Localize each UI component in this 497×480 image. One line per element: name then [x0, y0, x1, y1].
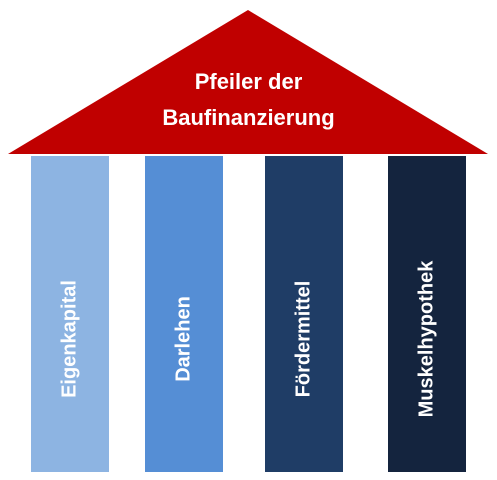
roof-triangle — [8, 10, 488, 154]
pillar-darlehen: Darlehen — [145, 156, 223, 472]
pillar-label-foerdermittel: Fördermittel — [292, 280, 315, 398]
pillar-label-darlehen: Darlehen — [172, 296, 195, 383]
roof-title: Pfeiler der Baufinanzierung — [80, 64, 417, 136]
pillar-label-eigenkapital: Eigenkapital — [58, 280, 81, 399]
roof-title-line-1: Pfeiler der — [194, 69, 303, 94]
pillar-label-muskelhypothek: Muskelhypothek — [415, 260, 438, 418]
pillar-muskelhypothek: Muskelhypothek — [388, 156, 466, 472]
roof-title-line-2: Baufinanzierung — [162, 105, 335, 130]
roof-shape — [8, 10, 488, 154]
pillar-eigenkapital: Eigenkapital — [31, 156, 109, 472]
pillar-foerdermittel: Fördermittel — [265, 156, 343, 472]
